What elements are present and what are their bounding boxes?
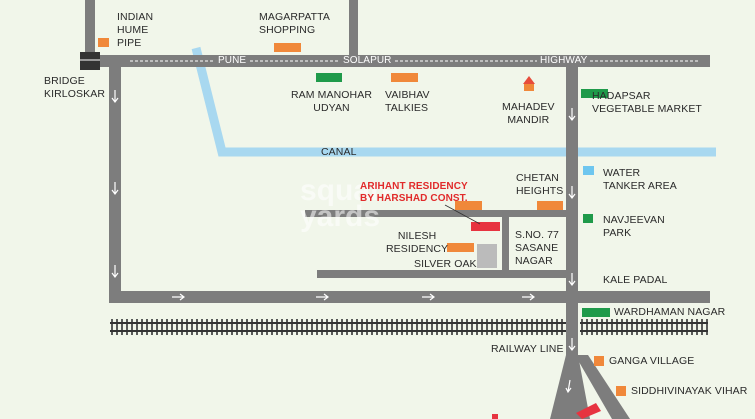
road-south-main bbox=[109, 291, 710, 303]
direction-arrow-icon bbox=[568, 273, 576, 286]
direction-arrow-icon bbox=[568, 338, 576, 351]
landmark-markers bbox=[98, 38, 626, 419]
orange-square-landmark-icon bbox=[455, 201, 482, 210]
label-navjeevan-park: NAVJEEVAN PARK bbox=[603, 214, 665, 239]
road-inner-vertical bbox=[502, 217, 509, 272]
project-pointer bbox=[444, 204, 481, 225]
red-project-marker-icon bbox=[492, 414, 498, 419]
label-magarpatta-shopping: MAGARPATTA SHOPPING bbox=[259, 11, 331, 36]
road-north-right bbox=[349, 0, 358, 56]
label-kale-padal: KALE PADAL bbox=[603, 274, 668, 286]
direction-arrow-icon bbox=[565, 379, 572, 394]
orange-square-landmark-icon bbox=[98, 38, 109, 47]
red-project-marker-icon bbox=[471, 222, 500, 231]
direction-arrow-icon bbox=[316, 293, 329, 301]
road-south-fork bbox=[550, 355, 590, 419]
temple-icon bbox=[523, 76, 535, 84]
direction-arrow-icons bbox=[111, 90, 576, 394]
orange-square-landmark-icon bbox=[594, 356, 604, 366]
label-nilesh-residency: NILESH RESIDENCY bbox=[386, 230, 449, 255]
label-arihant-residency: ARIHANT RESIDENCY BY HARSHAD CONST. bbox=[360, 181, 468, 204]
silver-oak-building-icon bbox=[477, 244, 497, 268]
direction-arrow-icon bbox=[568, 108, 576, 121]
orange-square-landmark-icon bbox=[447, 243, 474, 252]
direction-arrow-icon bbox=[172, 293, 185, 301]
label-water-tanker-area: WATER TANKER AREA bbox=[603, 167, 677, 192]
bridge-icon bbox=[80, 52, 100, 70]
label-railway-line: RAILWAY LINE bbox=[491, 343, 564, 355]
green-square-landmark-icon bbox=[583, 214, 593, 223]
direction-arrow-icon bbox=[522, 293, 535, 301]
label-vaibhav-talkies: VAIBHAV TALKIES bbox=[385, 89, 430, 114]
label-hadapsar-vegetable-market: HADAPSAR VEGETABLE MARKET bbox=[592, 90, 702, 115]
orange-square-landmark-icon bbox=[616, 386, 626, 396]
orange-square-landmark-icon bbox=[274, 43, 301, 52]
railway-line bbox=[110, 319, 708, 335]
water-icon bbox=[583, 166, 594, 175]
direction-arrow-icon bbox=[111, 90, 119, 103]
direction-arrow-icon bbox=[422, 293, 435, 301]
label-canal: CANAL bbox=[321, 146, 357, 158]
watermark: square yards bbox=[300, 174, 399, 233]
direction-arrow-icon bbox=[111, 182, 119, 195]
road-southeast bbox=[575, 355, 630, 419]
label-bridge-kirloskar: BRIDGE KIRLOSKAR bbox=[44, 75, 106, 100]
label-highway-solapur: SOLAPUR bbox=[340, 55, 395, 67]
green-square-landmark-icon bbox=[581, 89, 608, 98]
label-highway-highway: HIGHWAY bbox=[537, 55, 591, 67]
direction-arrow-icon bbox=[111, 265, 119, 278]
orange-square-landmark-icon bbox=[537, 201, 563, 210]
road-north-left bbox=[85, 0, 95, 56]
road-east-south bbox=[566, 306, 578, 356]
label-wardhaman-nagar: WARDHAMAN NAGAR bbox=[614, 306, 726, 318]
label-silver-oak: SILVER OAK bbox=[414, 258, 477, 270]
label-ganga-village: GANGA VILLAGE bbox=[609, 355, 695, 367]
label-highway-pune: PUNE bbox=[215, 55, 250, 67]
label-ram-manohar-udyan: RAM MANOHAR UDYAN bbox=[291, 89, 373, 114]
green-square-landmark-icon bbox=[316, 73, 342, 82]
label-sno77-sasane-nagar: S.NO. 77 SASANE NAGAR bbox=[515, 229, 559, 267]
red-project-marker-icon bbox=[576, 403, 601, 419]
orange-square-landmark-icon bbox=[391, 73, 418, 82]
road-inner-top bbox=[305, 210, 567, 217]
label-mahadev-mandir: MAHADEV MANDIR bbox=[502, 101, 555, 126]
canal bbox=[191, 46, 716, 157]
temple-icon bbox=[524, 84, 534, 91]
label-chetan-heights: CHETAN HEIGHTS bbox=[516, 172, 564, 197]
direction-arrow-icon bbox=[568, 186, 576, 199]
label-siddhivinayak-vihar: SIDDHIVINAYAK VIHAR bbox=[631, 385, 748, 397]
green-square-landmark-icon bbox=[582, 308, 610, 317]
label-indian-hume-pipe: INDIAN HUME PIPE bbox=[117, 11, 154, 49]
road-kale-padal bbox=[317, 270, 567, 278]
